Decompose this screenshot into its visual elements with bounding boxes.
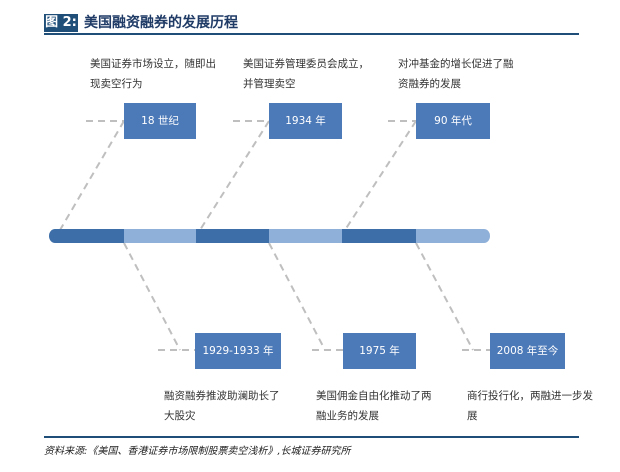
event-bottom-2-description: 美国佣金自由化推动了两 融业务的发展: [316, 390, 432, 422]
connector-bottom-1-d: [123, 242, 181, 351]
event-top-2-period: 1934 年: [269, 103, 342, 139]
event-bottom-1-period: 1929-1933 年: [195, 333, 281, 369]
timeline-bar: [49, 229, 490, 243]
bar-end-right: [478, 229, 490, 243]
connector-top-3-d: [344, 120, 417, 231]
event-bottom-1-description: 融资融券推波助澜助长了 大股灾: [164, 390, 280, 422]
bar-seg-3: [196, 229, 269, 243]
bar-seg-5: [342, 229, 416, 243]
event-top-1-description: 美国证券市场设立，随即出 现卖空行为: [90, 58, 216, 90]
figure-header: 图 2: 美国融资融券的发展历程: [0, 0, 620, 36]
connector-bottom-3-d: [415, 242, 474, 351]
bar-seg-4: [269, 229, 342, 243]
event-top-3-description: 对冲基金的增长促进了融 资融券的发展: [398, 58, 514, 90]
event-top-3-period: 90 年代: [416, 103, 490, 139]
bottom-rule: [44, 436, 579, 438]
bar-seg-1: [55, 229, 124, 243]
figure-title: 美国融资融券的发展历程: [84, 15, 238, 31]
source-note: 资料来源:《美国、香港证券市场限制股票卖空浅析》,长城证券研究所: [44, 446, 351, 457]
bar-seg-6: [416, 229, 484, 243]
event-bottom-2-period: 1975 年: [343, 333, 416, 369]
event-top-1-period: 18 世纪: [124, 103, 196, 139]
event-top-2-description: 美国证券管理委员会成立， 并管理卖空: [243, 58, 369, 90]
event-bottom-3-period: 2008 年至今: [490, 333, 565, 369]
bar-seg-2: [124, 229, 196, 243]
connector-top-2-d: [199, 120, 270, 231]
connector-bottom-2-d: [268, 242, 326, 351]
figure-label: 图 2:: [44, 14, 78, 32]
event-bottom-3-description: 商行投行化，两融进一步发 展: [467, 390, 593, 422]
connector-top-1-d: [59, 120, 125, 231]
top-rule: [44, 33, 579, 35]
